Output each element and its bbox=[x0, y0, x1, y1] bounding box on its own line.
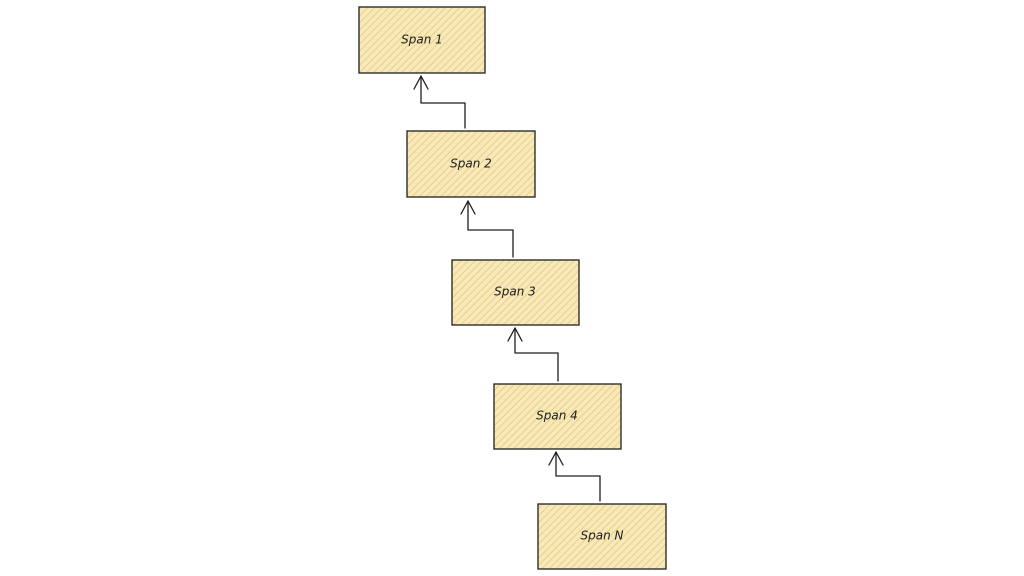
connector-span-3-to-span-2 bbox=[460, 200, 514, 258]
node-span-3: Span 3 bbox=[451, 259, 580, 326]
arrowhead-icon bbox=[413, 75, 429, 90]
node-label: Span 2 bbox=[450, 157, 492, 171]
node-span-2: Span 2 bbox=[406, 130, 536, 198]
node-span-n: Span N bbox=[537, 503, 667, 570]
arrowhead-icon bbox=[507, 327, 523, 342]
connector-span-4-to-span-3 bbox=[507, 327, 559, 382]
node-label: Span N bbox=[581, 529, 624, 543]
connector-span-2-to-span-1 bbox=[413, 75, 466, 129]
node-span-4: Span 4 bbox=[493, 383, 622, 450]
arrowhead-icon bbox=[548, 451, 564, 466]
node-label: Span 1 bbox=[401, 33, 443, 47]
arrowhead-icon bbox=[460, 200, 476, 215]
connector-span-n-to-span-4 bbox=[548, 451, 601, 502]
node-label: Span 3 bbox=[494, 285, 536, 299]
node-label: Span 4 bbox=[536, 409, 578, 423]
node-span-1: Span 1 bbox=[358, 6, 486, 74]
